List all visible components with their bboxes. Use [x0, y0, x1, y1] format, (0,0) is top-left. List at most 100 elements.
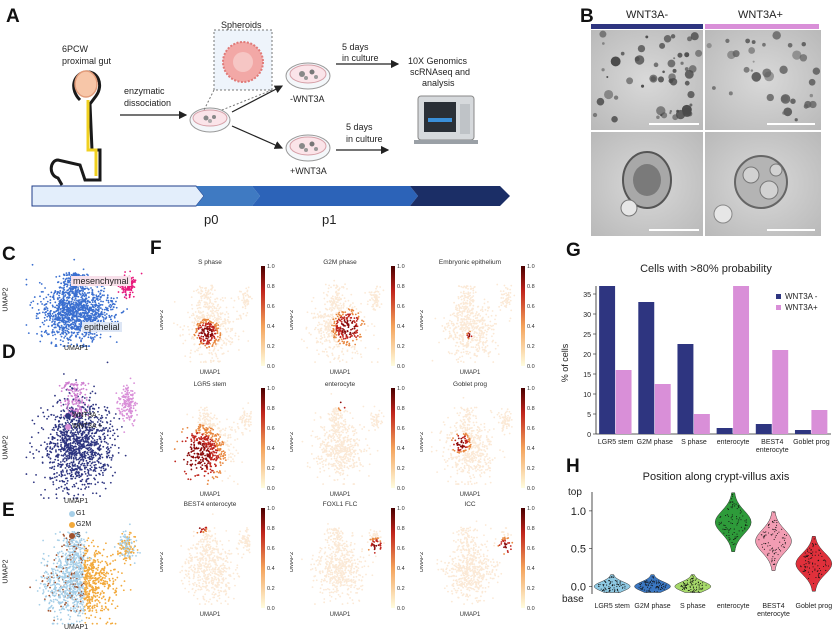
- violin-point: [720, 521, 722, 523]
- violin: [593, 574, 631, 593]
- violin-point: [736, 533, 738, 535]
- violin-point: [643, 581, 645, 583]
- colorbar-tick: 0.4: [527, 566, 535, 572]
- umap-panel-c: [25, 258, 143, 348]
- violin-point: [732, 504, 734, 506]
- violin-point: [725, 526, 727, 528]
- colorbar-tick: 0.0: [397, 364, 405, 370]
- colorbar-tick: 0.6: [527, 426, 535, 432]
- umap-e-legend-s: S: [76, 532, 81, 539]
- colorbar-tick: 0.0: [527, 364, 535, 370]
- bar: [772, 350, 789, 434]
- violin-point: [608, 580, 610, 582]
- violin-point: [638, 586, 640, 588]
- bar: [755, 424, 772, 434]
- violin-point: [815, 551, 817, 553]
- violin-point: [729, 538, 731, 540]
- violin-point: [687, 589, 689, 592]
- colorbar-tick: 0.0: [527, 486, 535, 492]
- violin-point: [657, 586, 659, 588]
- violin-point: [646, 590, 648, 592]
- violin-point: [646, 586, 649, 588]
- violin-point: [773, 553, 775, 555]
- epithelial-label: epithelial: [82, 322, 122, 332]
- panel-letter-f: F: [150, 238, 162, 259]
- violin-point: [682, 582, 685, 584]
- violin-point: [821, 555, 823, 557]
- violin-point: [728, 537, 730, 539]
- violin-point: [771, 547, 773, 549]
- violin-point: [701, 588, 703, 590]
- feature-umap-xlabel: UMAP1: [200, 492, 221, 498]
- violin-point: [740, 519, 742, 521]
- violin-point: [643, 589, 645, 591]
- violin-chart: Position along crypt-villus axis top bas…: [562, 471, 832, 618]
- colorbar-tick: 0.6: [527, 304, 535, 310]
- umap-e-legend-g1: G1: [76, 510, 86, 517]
- violin-point: [818, 567, 820, 570]
- bar: [599, 286, 616, 434]
- violin-point: [772, 549, 774, 551]
- violin-point: [598, 585, 600, 588]
- feature-umap-xlabel: UMAP1: [460, 612, 481, 618]
- x-tick-label: enterocyte: [756, 447, 789, 454]
- violin-point: [825, 561, 827, 563]
- violin-point: [728, 529, 730, 531]
- violin-point: [767, 553, 769, 555]
- violin-point: [775, 519, 777, 521]
- violin-point: [761, 544, 763, 546]
- feature-umap-ylabel: UMAP2: [160, 309, 165, 330]
- violin-point: [771, 558, 773, 560]
- violin-point: [664, 585, 666, 587]
- panel-letter-e: E: [2, 500, 15, 521]
- violin-point: [727, 515, 730, 517]
- violin-point: [736, 508, 738, 510]
- violin-point: [618, 591, 620, 593]
- violin-point: [689, 579, 691, 581]
- colorbar-tick: 0.4: [527, 446, 535, 452]
- violin-point: [739, 517, 741, 519]
- violin-point: [660, 583, 662, 585]
- violin-point: [725, 528, 727, 531]
- feature-umap-2: Embryonic epitheliumUMAP2UMAP11.00.80.60…: [420, 259, 535, 376]
- colorbar-tick: 1.0: [397, 386, 405, 392]
- violin-point: [774, 531, 776, 533]
- colorbar-tick: 0.0: [527, 606, 535, 612]
- violin-point: [609, 589, 611, 591]
- y-tick-label: 10: [583, 392, 591, 399]
- feature-umap-ylabel: UMAP2: [420, 309, 425, 330]
- violin-point: [803, 570, 805, 572]
- violin-point: [686, 584, 688, 586]
- violin-point: [784, 543, 786, 545]
- x-tick-label: enterocyte: [757, 611, 790, 618]
- violin-point: [655, 580, 657, 582]
- violin-point: [746, 524, 748, 526]
- violin-point: [723, 528, 725, 531]
- violin-point: [734, 536, 736, 538]
- feature-umap-xlabel: UMAP1: [200, 612, 221, 618]
- violin-point: [769, 549, 771, 551]
- minus-wnt3a-label: -WNT3A: [290, 94, 325, 104]
- violin-point: [692, 590, 694, 592]
- violin-point: [692, 579, 694, 581]
- violin-point: [732, 533, 734, 535]
- violin-point: [647, 585, 649, 587]
- violin-point: [644, 582, 646, 584]
- violin-point: [731, 523, 733, 525]
- violin-point: [620, 584, 622, 586]
- violin-point: [681, 585, 683, 587]
- violin-point: [726, 514, 728, 516]
- umap-e-xlabel: UMAP1: [64, 624, 89, 631]
- violin-point: [693, 589, 695, 591]
- violin-point: [742, 515, 744, 517]
- violin-point: [697, 590, 699, 592]
- violin-point: [651, 583, 653, 585]
- violin-point: [646, 591, 648, 593]
- feature-umap-title: enterocyte: [325, 381, 356, 388]
- violin-point: [773, 538, 775, 541]
- violin-point: [684, 587, 687, 589]
- violin-point: [774, 549, 776, 551]
- violin-point: [760, 534, 762, 536]
